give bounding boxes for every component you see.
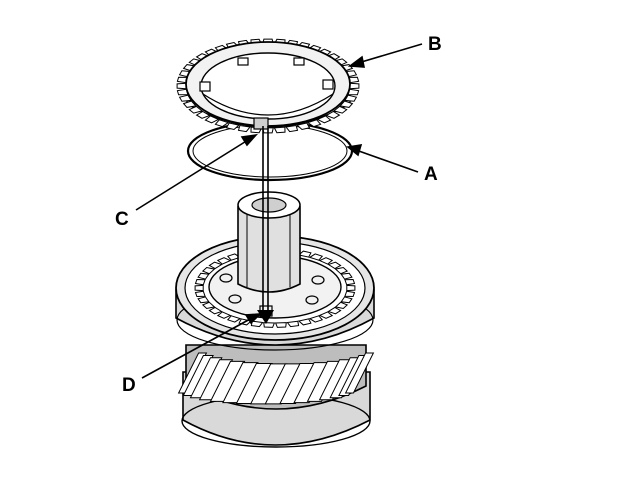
callout-label-c: C — [115, 209, 129, 230]
helical-gear-teeth — [177, 352, 375, 405]
gear-tooth — [194, 278, 206, 286]
shaft-bore — [251, 197, 287, 213]
callout-label-b: B — [428, 34, 442, 55]
gear-tooth — [273, 126, 286, 134]
gear-tooth — [296, 122, 311, 131]
gear-tooth — [339, 100, 354, 108]
gear-assembly — [175, 191, 375, 448]
gear-tooth — [318, 257, 334, 265]
gear-tooth — [316, 115, 332, 124]
gear-tooth — [285, 124, 299, 133]
gear-tooth — [308, 315, 324, 323]
gear-tooth — [197, 296, 210, 304]
helical-tooth — [279, 363, 317, 404]
synchro-ring-lugs — [199, 57, 334, 130]
callout-label-a: A — [424, 164, 438, 185]
synchro-ring-inner — [200, 52, 336, 120]
gear-tooth — [208, 306, 223, 315]
gear-tooth — [346, 284, 356, 292]
gear-tooth — [327, 261, 342, 270]
gear-tooth — [306, 119, 322, 128]
gear-tooth — [201, 301, 216, 310]
gear-tooth — [204, 115, 220, 124]
gear-tooth — [225, 122, 240, 131]
gear-tooth — [325, 110, 341, 119]
gear-tooth — [340, 272, 353, 280]
gear-tooth — [327, 306, 342, 315]
synchro-ring — [176, 38, 360, 134]
gear-tooth — [194, 290, 206, 298]
callout-label-d: D — [122, 375, 136, 396]
gear-tooth — [297, 318, 312, 326]
gear-tooth — [208, 261, 223, 270]
gear-tooth — [344, 290, 356, 298]
gear-tooth — [214, 119, 230, 128]
gear-tooth — [250, 320, 264, 328]
gear-tooth — [176, 82, 187, 90]
gear-tooth — [216, 311, 232, 319]
gear-tooth — [216, 257, 232, 265]
gear-tooth — [340, 296, 353, 304]
gear-tooth — [195, 110, 211, 119]
gear-tooth — [237, 124, 251, 133]
helical-tooth — [344, 352, 375, 394]
shaft-body — [237, 206, 301, 293]
gear-tooth — [194, 284, 204, 292]
gear-tooth — [286, 320, 300, 328]
gear-tooth — [308, 253, 324, 261]
synchro-ring-inner-wall — [202, 93, 334, 116]
gear-tooth — [226, 315, 242, 323]
leader-lines — [135, 43, 423, 379]
gear-tooth — [332, 105, 348, 114]
helical-tooth — [306, 360, 343, 402]
gear-tooth — [318, 311, 334, 319]
gear-tooth — [274, 322, 287, 328]
gear-tooth — [201, 266, 216, 275]
gear-tooth — [197, 272, 210, 280]
gear-tooth — [344, 278, 356, 286]
gear-tooth — [334, 301, 349, 310]
gear-tooth — [188, 105, 204, 114]
gear-tooth — [263, 322, 276, 328]
gear-tooth — [334, 266, 349, 275]
helical-tooth — [293, 362, 330, 404]
gear-tooth — [349, 82, 360, 90]
gear-tooth — [182, 100, 197, 108]
gear-tooth — [297, 250, 312, 258]
